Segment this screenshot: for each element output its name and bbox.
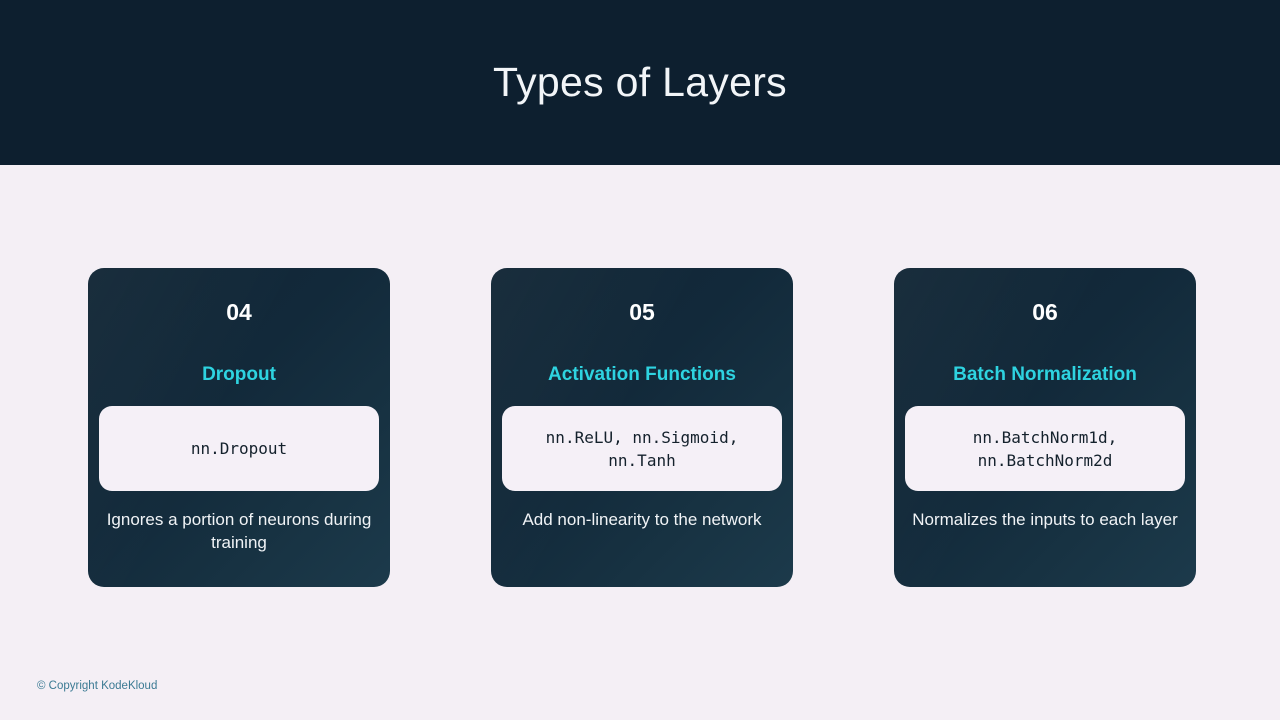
layer-cards-row: 04 Dropout nn.Dropout Ignores a portion … [88,268,1196,587]
layer-card-dropout[interactable]: 04 Dropout nn.Dropout Ignores a portion … [88,268,390,587]
code-chip: nn.ReLU, nn.Sigmoid, nn.Tanh [502,406,782,491]
footer-copyright: © Copyright KodeKloud [37,680,158,692]
layer-card-batch-normalization[interactable]: 06 Batch Normalization nn.BatchNorm1d, n… [894,268,1196,587]
slide-header-band: Types of Layers [0,0,1280,165]
code-snippet: nn.ReLU, nn.Sigmoid, nn.Tanh [545,427,739,470]
card-description: Ignores a portion of neurons during trai… [106,510,372,552]
card-heading: Activation Functions [548,364,736,385]
code-snippet: nn.Dropout [190,439,288,458]
card-heading: Batch Normalization [953,364,1137,385]
card-number: 04 [226,299,252,325]
layer-card-activation-functions[interactable]: 05 Activation Functions nn.ReLU, nn.Sigm… [491,268,793,587]
code-chip: nn.BatchNorm1d, nn.BatchNorm2d [905,406,1185,491]
code-chip: nn.Dropout [99,406,379,491]
code-snippet: nn.BatchNorm1d, nn.BatchNorm2d [972,427,1118,470]
page-title: Types of Layers [493,59,787,105]
card-number: 06 [1032,299,1058,325]
card-description: Normalizes the inputs to each layer [912,510,1178,529]
card-number: 05 [629,299,655,325]
card-heading: Dropout [202,364,276,385]
card-description: Add non-linearity to the network [522,510,762,529]
